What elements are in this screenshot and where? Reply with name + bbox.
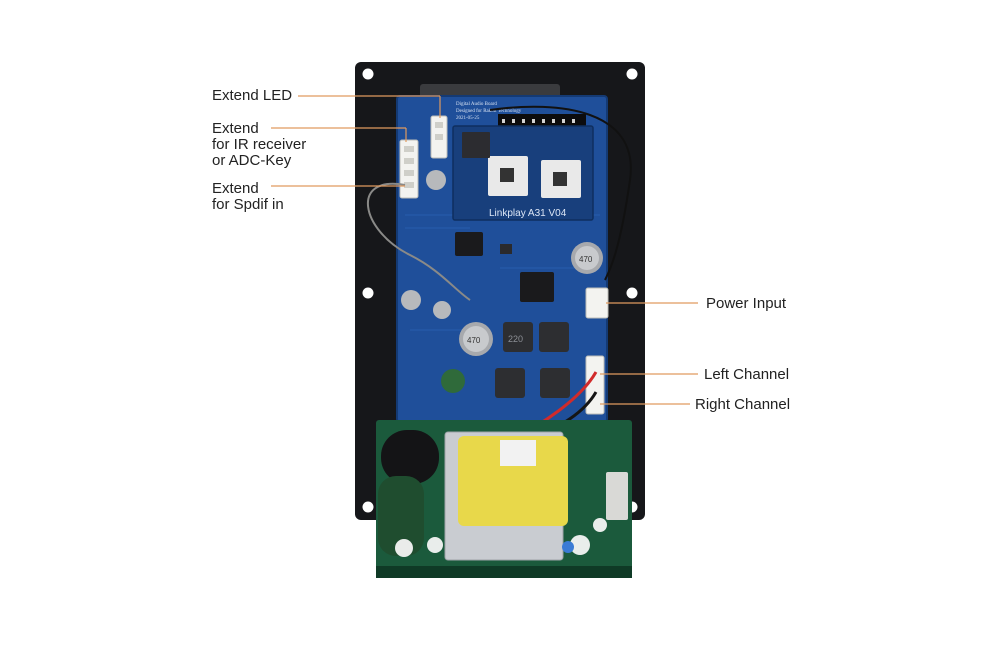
silk-line-3: 2021-05-25 xyxy=(456,116,480,121)
cap-right-label: 470 xyxy=(579,255,593,264)
label-extend-spdif: Extend for Spdif in xyxy=(212,180,284,213)
label-extend-led: Extend LED xyxy=(212,87,293,104)
label-extend-ir: Extend for IR receiver or ADC-Key xyxy=(212,120,307,169)
callout-lines xyxy=(271,95,698,405)
pcb-silkscreen: Digital Audio Board Designed for Rakoit … xyxy=(456,102,522,121)
inductor-label: 220 xyxy=(508,334,523,344)
cap-left-label: 470 xyxy=(467,336,481,345)
label-right-channel: Right Channel xyxy=(695,396,791,413)
transformer xyxy=(458,436,568,526)
silk-line-1: Digital Audio Board xyxy=(456,102,497,107)
silk-line-2: Designed for Rakoit Technology xyxy=(456,109,522,114)
label-left-channel: Left Channel xyxy=(704,366,790,383)
module-label: Linkplay A31 V04 xyxy=(489,208,567,219)
label-power-input: Power Input xyxy=(706,295,787,312)
